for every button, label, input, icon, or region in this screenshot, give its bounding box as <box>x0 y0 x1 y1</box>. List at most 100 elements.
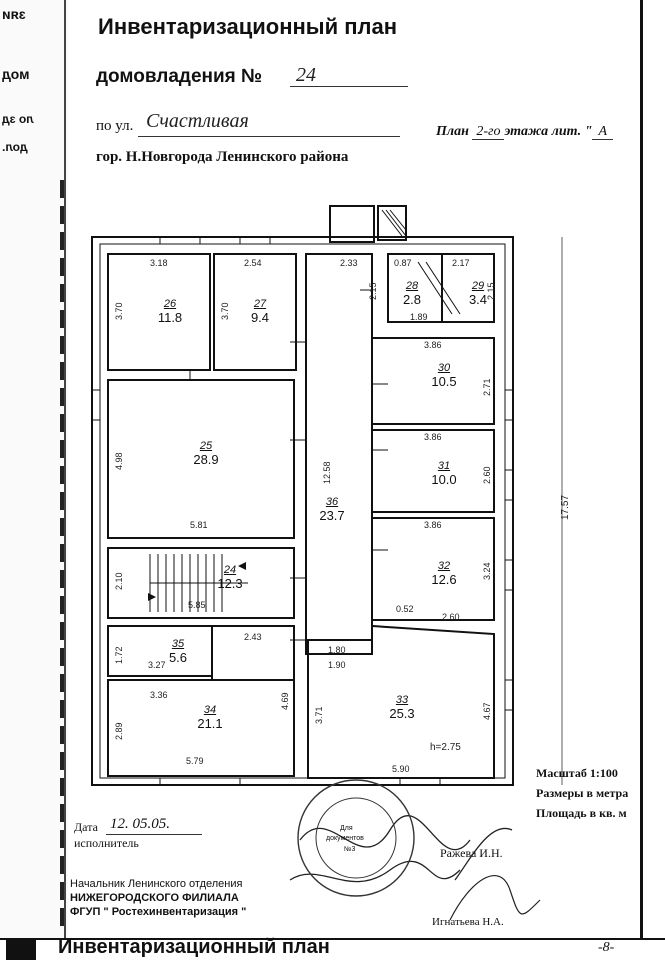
stamp-text: №3 <box>344 846 356 853</box>
page-title: Инвентаризационный план <box>98 14 397 39</box>
object-label: домовладения № <box>96 66 263 87</box>
room-area: 10.0 <box>431 472 457 487</box>
dimension-d581: 5.81 <box>190 520 208 530</box>
room-area: 12.3 <box>217 576 243 591</box>
dimension-d336: 3.36 <box>150 690 168 700</box>
dimension-d579: 5.79 <box>186 756 204 766</box>
inner-wall <box>99 243 506 779</box>
dimension-d370a: 3.70 <box>114 302 124 320</box>
legend-area: Площадь в кв. м <box>536 806 627 820</box>
room-25-outline <box>107 379 295 539</box>
spine-edge <box>64 0 66 960</box>
dimension-d590: 5.90 <box>392 764 410 774</box>
spine-dash <box>60 258 64 276</box>
room-32-outline <box>371 517 495 621</box>
next-page-title: Инвентаризационный план <box>58 936 330 958</box>
room-number: 36 <box>325 496 339 508</box>
spine-dash <box>60 830 64 848</box>
spine-dash <box>60 492 64 510</box>
stamp-outer <box>297 779 415 897</box>
dimension-d217: 2.17 <box>452 258 470 268</box>
dimension-d189: 1.89 <box>410 312 428 322</box>
room-area: 25.3 <box>389 706 415 721</box>
dimension-d260a: 2.60 <box>482 466 492 484</box>
room-area: 10.5 <box>431 374 457 389</box>
room-number: 24 <box>223 564 237 576</box>
room-26-outline <box>107 253 211 371</box>
spine-dash <box>60 232 64 250</box>
room-number: 33 <box>395 694 409 706</box>
dimension-d370b: 3.70 <box>220 302 230 320</box>
chief-line-2: НИЖЕГОРОДСКОГО ФИЛИАЛА <box>70 892 239 904</box>
spine-dash <box>60 752 64 770</box>
dimension-d052: 0.52 <box>396 604 414 614</box>
spine-dash <box>60 388 64 406</box>
outer-wall <box>91 236 514 786</box>
object-number-line <box>290 86 408 87</box>
street-prefix: по ул. <box>96 118 134 134</box>
dimension-d386b: 3.86 <box>424 432 442 442</box>
spine-dash <box>60 518 64 536</box>
floor-label-b: этажа лит. " <box>504 124 593 139</box>
spine-dash <box>60 336 64 354</box>
dimension-d215b: 2.15 <box>486 282 496 300</box>
room-area: 11.8 <box>157 310 183 325</box>
dimension-d254: 2.54 <box>244 258 262 268</box>
room-area: 3.4 <box>468 292 488 307</box>
spine-dash <box>60 466 64 484</box>
spine-dash <box>60 856 64 874</box>
spine-dash <box>60 804 64 822</box>
stair-arrow <box>238 562 246 570</box>
room-30-outline <box>371 337 495 425</box>
spine-dash <box>60 700 64 718</box>
executor-label: исполнитель <box>74 836 139 850</box>
spine-dash <box>60 310 64 328</box>
room-number: 29 <box>471 280 485 292</box>
legend-scale: Масштаб 1:100 <box>536 766 618 780</box>
next-page-edge <box>6 940 36 960</box>
signature-scribble <box>289 815 513 883</box>
chief-line-1: Начальник Ленинского отделения <box>70 878 243 890</box>
room-area: 5.6 <box>168 650 188 665</box>
floor-value: 2-го <box>472 124 505 140</box>
floor-label: План <box>436 124 469 139</box>
dimension-d210: 2.10 <box>114 572 124 590</box>
room-34-upper <box>211 625 295 681</box>
dimension-d1258: 12.58 <box>322 461 332 484</box>
stair-arrow <box>148 593 156 601</box>
spine-dash <box>60 882 64 900</box>
room-number: 25 <box>199 440 213 452</box>
dimension-d386a: 3.86 <box>424 340 442 350</box>
room-24-outline <box>107 547 295 619</box>
dimension-d271: 2.71 <box>482 378 492 396</box>
spine-dash <box>60 908 64 926</box>
room-number: 28 <box>405 280 419 292</box>
room-area: 2.8 <box>402 292 422 307</box>
next-page-strip <box>0 938 665 962</box>
stamp-text: Для <box>340 825 353 832</box>
room-area: 28.9 <box>193 452 219 467</box>
date-label: Дата <box>74 820 98 834</box>
spine-dash <box>60 180 64 198</box>
dimension-d371: 3.71 <box>314 706 324 724</box>
spine-dash <box>60 596 64 614</box>
spine-dash <box>60 622 64 640</box>
dimension-d318: 3.18 <box>150 258 168 268</box>
dimension-d215a: 2.15 <box>368 282 378 300</box>
room-31-outline <box>371 429 495 513</box>
signature-scribble-2 <box>449 875 541 921</box>
chief-name: Игнатьева Н.А. <box>432 916 504 928</box>
dimension-d233: 2.33 <box>340 258 358 268</box>
dimension-d243: 2.43 <box>244 632 262 642</box>
spine-dash <box>60 440 64 458</box>
street-line <box>138 136 400 137</box>
